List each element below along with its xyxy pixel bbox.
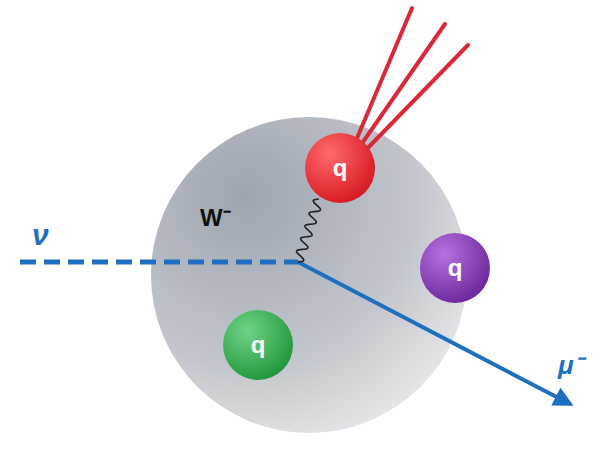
- w-boson-wave: [296, 199, 320, 262]
- neutrino-line: [20, 260, 298, 265]
- neutrino-label: ν: [32, 220, 49, 250]
- quark-circle: q: [305, 133, 375, 203]
- muon-label: μ⁻: [558, 352, 583, 378]
- quark-circle: q: [223, 310, 293, 380]
- w-boson-label: W⁻: [200, 206, 231, 230]
- quark-circle: q: [420, 233, 490, 303]
- quark-jet: [352, 8, 468, 156]
- quark-label: q: [333, 156, 348, 180]
- nucleon-sphere: [151, 117, 467, 433]
- quark-label: q: [448, 256, 463, 280]
- quark-label: q: [251, 333, 266, 357]
